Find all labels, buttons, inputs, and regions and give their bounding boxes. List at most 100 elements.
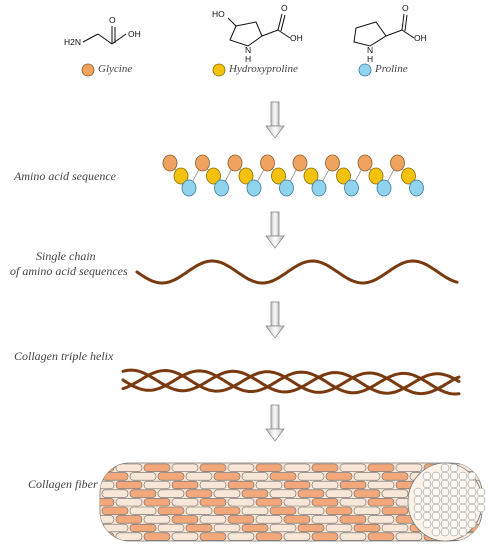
fiber-fibril — [199, 480, 227, 490]
fiber-fibril — [367, 532, 395, 541]
glycine-structure — [82, 26, 127, 45]
fiber-fibril — [339, 463, 367, 472]
fiber-fibril — [283, 463, 311, 472]
fiber-fibril — [241, 489, 269, 498]
fiber-fibril — [325, 489, 353, 498]
fiber-fibril — [213, 506, 241, 515]
fiber-fibril — [213, 472, 241, 481]
fiber-fibril — [395, 463, 423, 472]
proline-structure — [353, 13, 415, 47]
fiber-fibril — [227, 515, 255, 524]
fiber-fibril — [101, 472, 129, 481]
helix-strand — [121, 369, 461, 396]
triple-helix — [121, 368, 461, 396]
fiber-fibril — [367, 498, 395, 507]
fiber-fibril — [100, 498, 115, 507]
fiber-fibril — [353, 489, 381, 498]
amino-acid-bead — [173, 167, 189, 185]
hydroxyproline-label: Hydroxyproline — [229, 63, 298, 75]
fiber-fibril — [353, 523, 381, 533]
amino-acid-bead — [368, 167, 384, 185]
fiber-fibril — [143, 532, 171, 541]
amino-acid-bead — [357, 154, 373, 172]
fibril-end — [458, 471, 468, 481]
fiber-fibril — [381, 506, 409, 515]
fibril-end — [413, 495, 423, 505]
amino-acid-bead — [279, 179, 294, 197]
fiber-fibril — [129, 472, 157, 481]
fibril-end — [449, 527, 459, 537]
fibril-end — [449, 479, 459, 489]
fiber-fibril — [283, 532, 311, 541]
fibril-end — [458, 503, 468, 513]
amino-acid-bead — [336, 167, 351, 185]
fibril-end — [449, 495, 459, 505]
fiber-fibril — [185, 489, 213, 498]
fiber-fibril — [283, 515, 311, 524]
fibril-end — [467, 495, 477, 505]
fiber-fibril — [157, 472, 185, 481]
fibril-end — [440, 511, 450, 521]
fibril-end — [440, 519, 450, 529]
fiber-fibril — [115, 463, 143, 472]
fibril-end — [458, 479, 468, 489]
fibril-end — [422, 511, 432, 521]
fiber-fibril — [297, 523, 325, 533]
proline-n-label: N — [367, 45, 374, 55]
fibril-end — [431, 519, 441, 529]
fibril-end — [431, 511, 441, 521]
fibril-end — [422, 495, 432, 505]
fibril-end — [440, 479, 450, 489]
fiber-fibril — [185, 506, 213, 515]
fiber-fibril — [157, 523, 185, 533]
fiber-fibril — [199, 463, 227, 472]
fiber-fibril — [115, 515, 143, 524]
fiber-fibril — [241, 523, 269, 533]
glycine-h2n-label: H2N — [64, 37, 82, 47]
fiber-fibril — [339, 480, 367, 490]
fibril-end — [476, 503, 486, 513]
fiber-fibril — [129, 506, 157, 515]
fiber-fibril — [185, 472, 213, 481]
amino-acid-bead — [246, 179, 262, 197]
hydroxyproline-h-label: H — [245, 54, 252, 64]
amino-acid-bead — [206, 167, 221, 185]
amino-acid-bead — [409, 179, 424, 197]
fibril-end — [449, 511, 459, 521]
arrow-3 — [265, 301, 285, 339]
fibril-end — [467, 503, 477, 513]
fibril-end — [431, 487, 441, 497]
amino-acid-bead — [214, 179, 229, 197]
fiber-fibril — [115, 480, 143, 490]
fiber-fibril — [227, 463, 255, 472]
fiber-fibril — [269, 489, 297, 498]
fiber-fibril — [255, 515, 283, 524]
fibril-end — [422, 487, 432, 497]
fibril-end — [467, 487, 477, 497]
fibril-end — [431, 503, 441, 513]
helix-strand — [121, 368, 461, 395]
fiber-fibril — [311, 515, 339, 524]
fiber-fibril — [129, 489, 157, 498]
collagen-fiber-label: Collagen fiber — [28, 477, 98, 491]
fiber-fibril — [297, 506, 325, 515]
fiber-fibril — [381, 523, 409, 533]
amino-acid-bead — [311, 179, 327, 197]
fibril-end — [431, 471, 441, 481]
fiber-fibril — [115, 532, 143, 541]
amino-acid-bead — [376, 179, 392, 197]
fibril-end — [467, 471, 477, 481]
fiber-fibril — [269, 472, 297, 481]
amino-acid-bead — [325, 154, 340, 172]
fiber-fibril — [255, 532, 283, 541]
fiber-fibril — [339, 515, 367, 524]
proline-h-label: H — [367, 54, 374, 64]
fiber-fibril — [115, 498, 143, 507]
hydroxyproline-ho-label: HO — [212, 9, 225, 19]
fibril-end — [440, 527, 450, 537]
arrow-1 — [265, 101, 285, 139]
proline-label: Proline — [375, 63, 408, 75]
fiber-fibril — [143, 515, 171, 524]
fiber-fibril — [395, 532, 423, 541]
fiber-fibril — [255, 480, 283, 490]
